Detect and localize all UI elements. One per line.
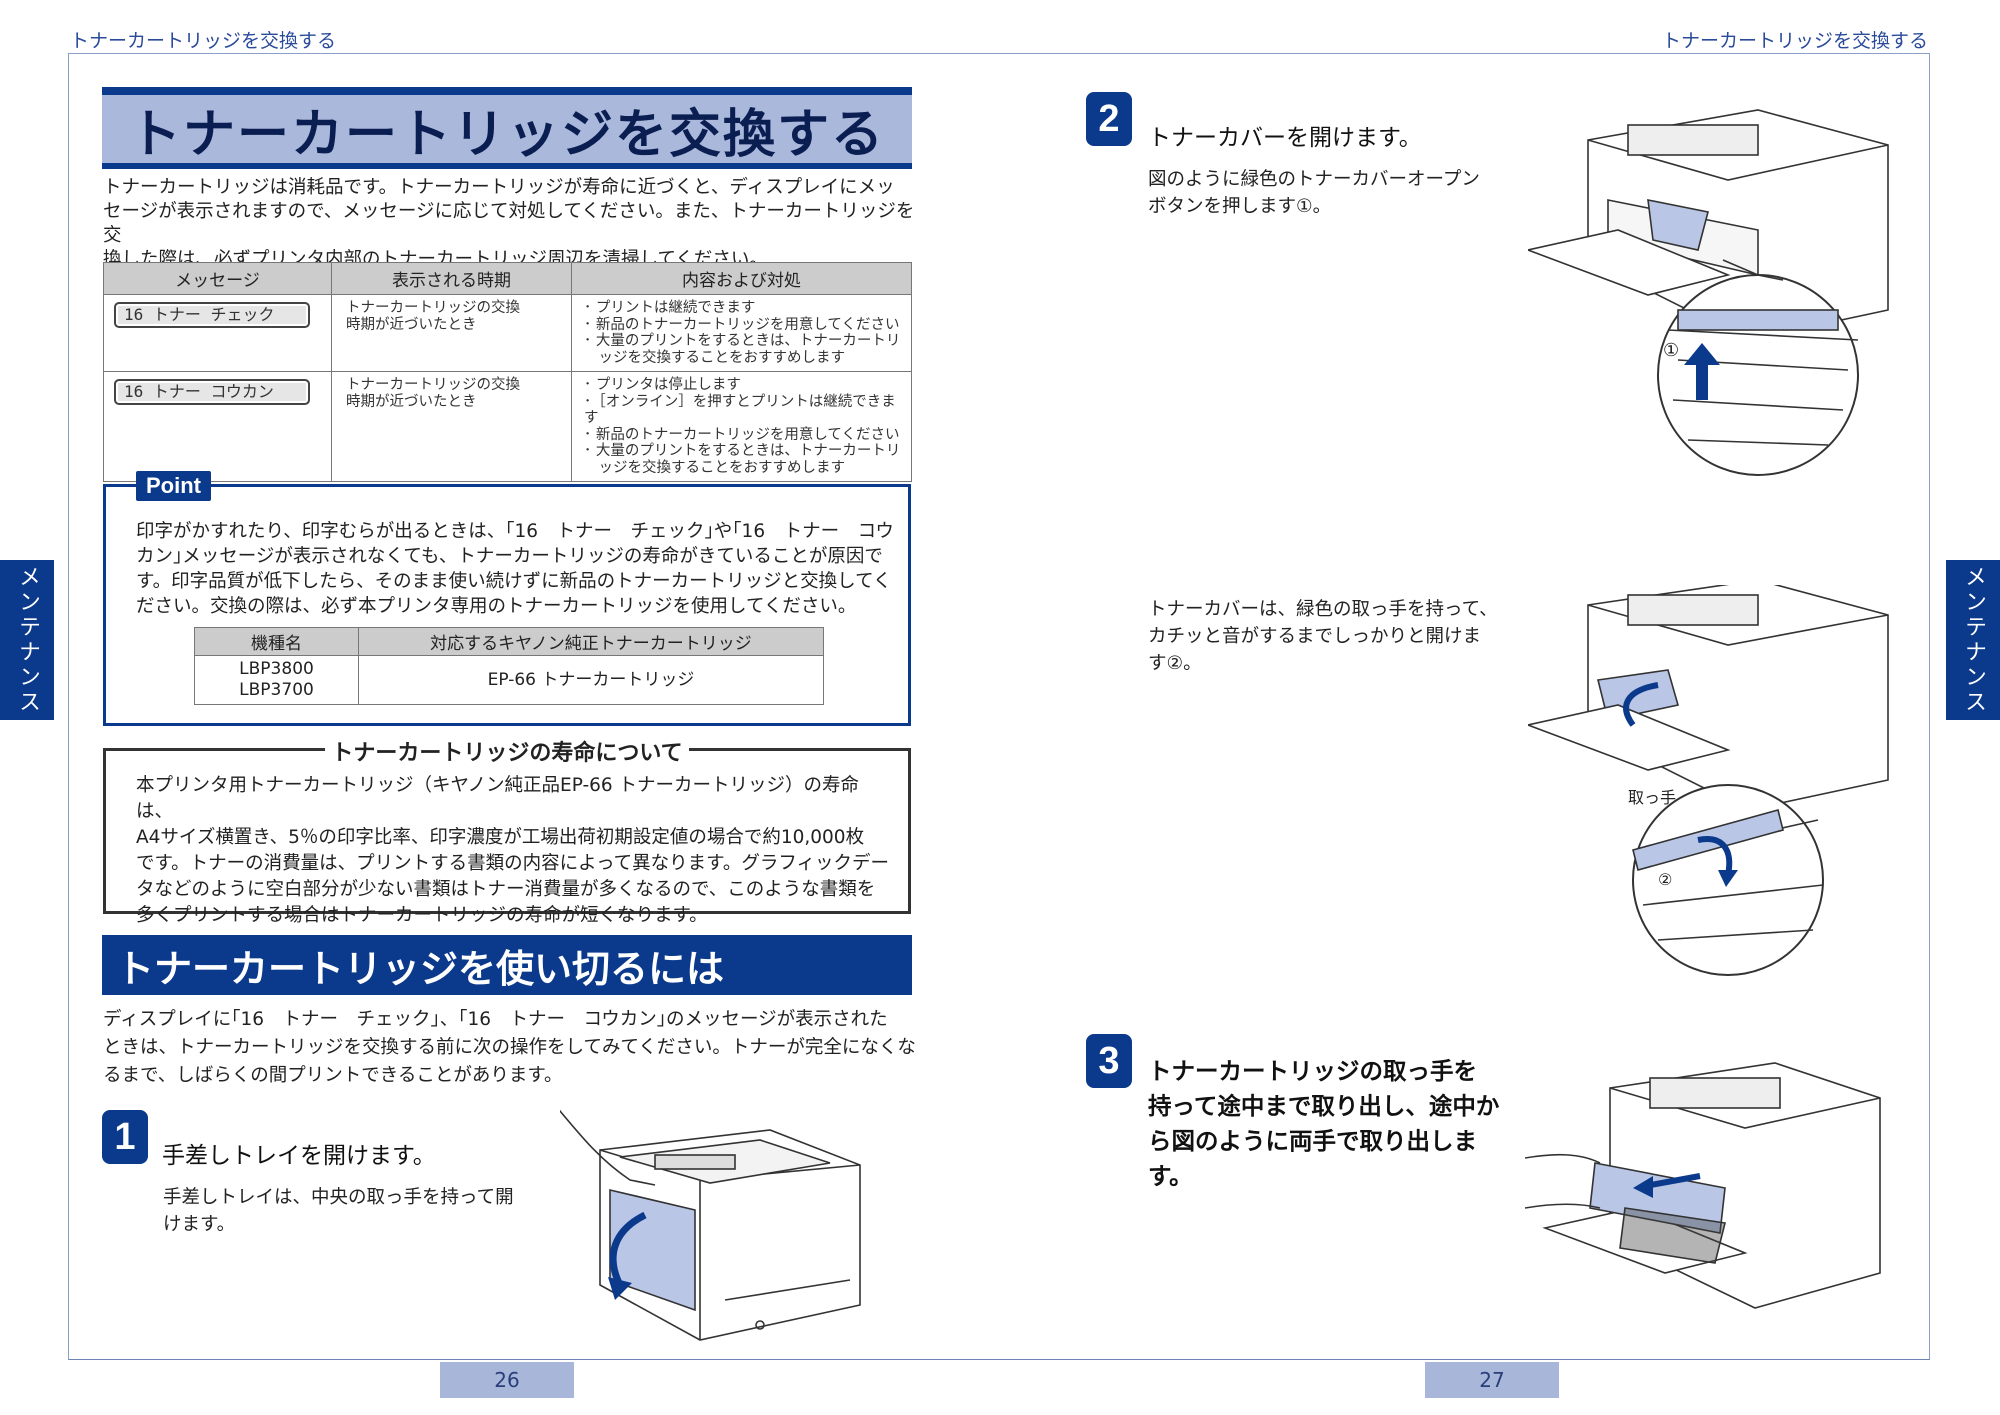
message-table: メッセージ 表示される時期 内容および対処 16 トナー チェック トナーカート… — [103, 262, 912, 482]
handle-label: 取っ手 — [1628, 788, 1676, 807]
page-number-right: 27 — [1425, 1362, 1559, 1398]
callout-1: ① — [1663, 340, 1679, 361]
lcd-message: 16 トナー チェック — [114, 302, 310, 328]
printer-illustration-step2b: 取っ手 ② — [1528, 585, 1889, 976]
running-header-left: トナーカートリッジを交換する — [70, 30, 337, 52]
column-header: 表示される時期 — [331, 262, 572, 295]
intro-text: トナーカートリッジは消耗品です。トナーカートリッジが寿命に近づくと、ディスプレイ… — [103, 177, 915, 270]
printer-illustration-step1 — [560, 1109, 861, 1341]
printer-illustration-step3 — [1525, 1062, 1881, 1309]
page-number-left: 26 — [440, 1362, 574, 1398]
table-row: 16 トナー チェック トナーカートリッジの交換時期が近づいたとき ･ プリント… — [103, 294, 912, 372]
lcd-message: 16 トナー コウカン — [114, 379, 310, 405]
point-box: Point 印字がかすれたり、印字むらが出るときは、｢16 トナー チェック｣や… — [103, 471, 911, 726]
running-header-right: トナーカートリッジを交換する — [1661, 30, 1928, 52]
life-text: 本プリンタ用トナーカートリッジ（キヤノン純正品EP-66 トナーカートリッジ）の… — [136, 775, 889, 926]
point-text: 印字がかすれたり、印字むらが出るときは、｢16 トナー チェック｣や｢16 トナ… — [136, 521, 894, 617]
column-header: 対応するキヤノン純正トナーカートリッジ — [358, 627, 824, 656]
step-text-2: 図のように緑色のトナーカバーオープン ボタンを押します①。 — [1148, 169, 1480, 217]
column-header: メッセージ — [103, 262, 332, 295]
printer-illustration-step2a: ① — [1528, 109, 1889, 476]
column-header: 内容および対処 — [571, 262, 912, 295]
step-text-2b: トナーカバーは、緑色の取っ手を持って、 カチッと音がするまでしっかりと開けま す… — [1148, 599, 1498, 674]
side-tab-left[interactable]: メンテナンス — [0, 560, 54, 720]
column-header: 機種名 — [194, 627, 359, 656]
life-title: トナーカートリッジの寿命について — [106, 735, 908, 767]
table-row: 16 トナー コウカン トナーカートリッジの交換時期が近づいたとき ･ プリンタ… — [103, 371, 912, 482]
step-number-3: 3 — [1086, 1034, 1132, 1088]
section-text: ディスプレイに｢16 トナー チェック｣、｢16 トナー コウカン｣のメッセージ… — [103, 1009, 916, 1086]
section-title: トナーカートリッジを使い切るには — [102, 935, 912, 995]
step-title-1: 手差しトレイを開けます。 — [162, 1143, 436, 1169]
step-number-1: 1 — [102, 1110, 148, 1164]
step-number-2: 2 — [1086, 92, 1132, 146]
side-tab-right[interactable]: メンテナンス — [1946, 560, 2000, 720]
step-title-2: トナーカバーを開けます。 — [1148, 125, 1422, 151]
step-text-1: 手差しトレイは、中央の取っ手を持って開 けます。 — [163, 1187, 514, 1235]
step-title-3: トナーカートリッジの取っ手を 持って途中まで取り出し、途中か ら図のように両手で… — [1148, 1057, 1500, 1190]
page-title: トナーカートリッジを交換する — [102, 87, 912, 169]
page-frame — [68, 53, 1930, 1360]
life-box: トナーカートリッジの寿命について 本プリンタ用トナーカートリッジ（キヤノン純正品… — [103, 741, 911, 926]
callout-2: ② — [1658, 870, 1672, 889]
point-label: Point — [136, 471, 211, 501]
